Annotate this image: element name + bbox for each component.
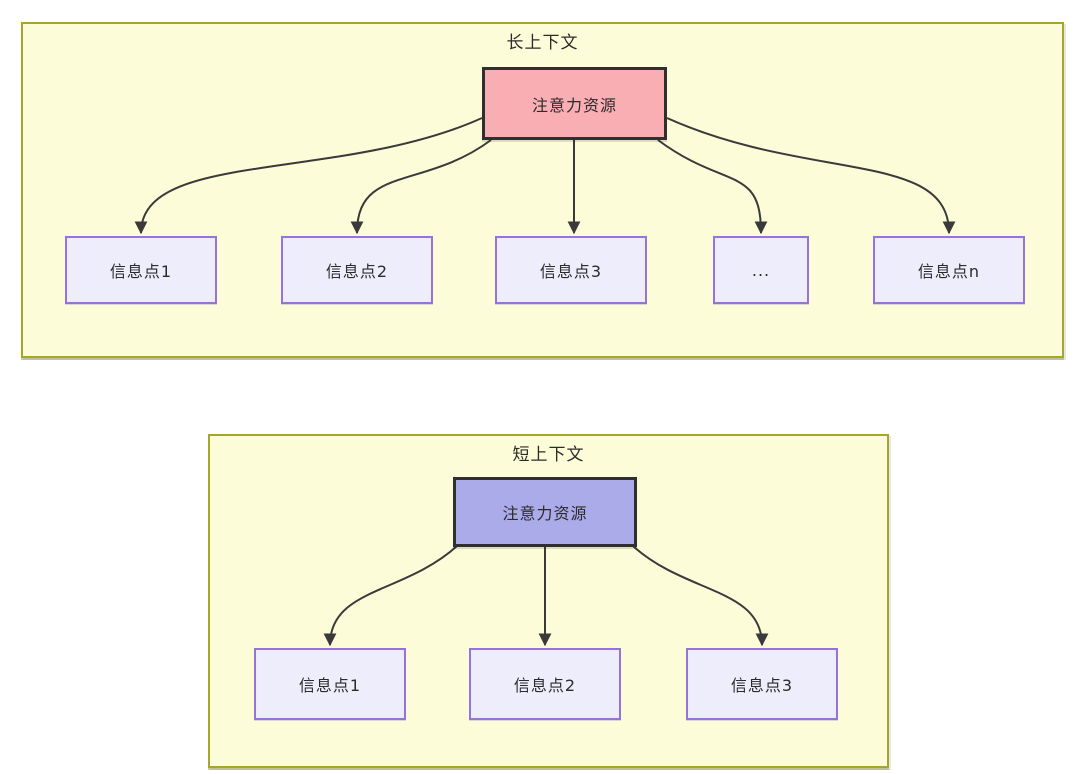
long-info-node-2: 信息点2 — [281, 236, 433, 304]
short-info-label-1: 信息点1 — [298, 676, 362, 695]
short-info-label-2: 信息点2 — [513, 676, 577, 695]
long-info-label-3: 信息点3 — [539, 262, 603, 281]
short-context-title: 短上下文 — [512, 445, 585, 465]
long-info-label-ellipsis: ... — [751, 260, 771, 280]
long-attention-node: 注意力资源 — [482, 67, 667, 140]
long-info-node-ellipsis: ... — [713, 236, 809, 304]
short-attention-label: 注意力资源 — [502, 504, 588, 523]
long-info-label-n: 信息点n — [917, 262, 981, 281]
long-info-node-1: 信息点1 — [65, 236, 217, 304]
long-info-label-1: 信息点1 — [109, 262, 173, 281]
short-info-label-3: 信息点3 — [730, 676, 794, 695]
long-info-label-2: 信息点2 — [325, 262, 389, 281]
long-info-node-3: 信息点3 — [495, 236, 647, 304]
long-context-title: 长上下文 — [506, 33, 579, 53]
long-attention-label: 注意力资源 — [531, 95, 617, 115]
short-attention-node: 注意力资源 — [453, 477, 637, 547]
short-info-node-1: 信息点1 — [254, 648, 406, 720]
long-info-node-n: 信息点n — [873, 236, 1025, 304]
short-info-node-3: 信息点3 — [686, 648, 838, 720]
short-info-node-2: 信息点2 — [469, 648, 621, 720]
